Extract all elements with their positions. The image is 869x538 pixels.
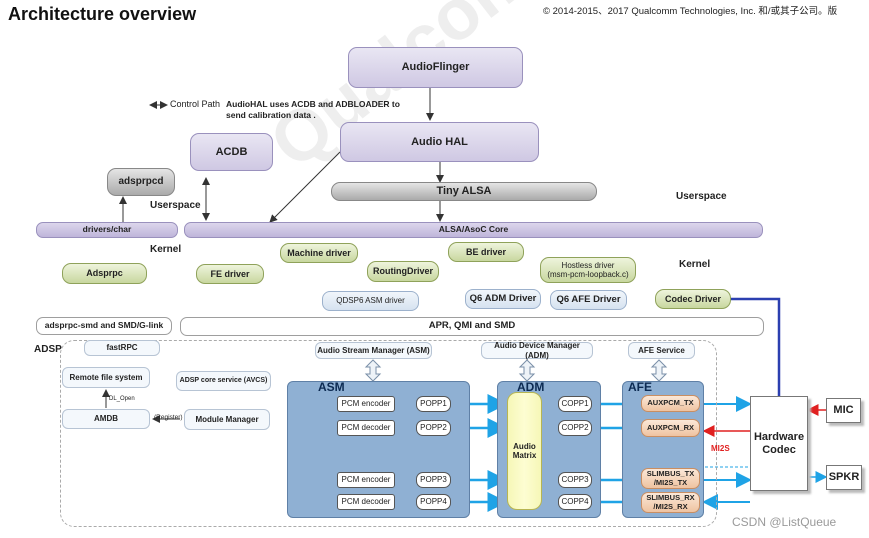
copp-1: COPP1 <box>558 396 592 412</box>
kernel-label-left: Kernel <box>150 244 182 255</box>
register-label: (Register) <box>154 414 183 421</box>
page-title: Architecture overview <box>8 4 197 24</box>
mic-block: MIC <box>826 398 861 423</box>
hostless-driver-sublabel: (msm-pcm-loopback.c) <box>547 270 629 279</box>
control-path-label: Control Path <box>170 99 221 109</box>
afe-port-slimbus-tx: SLIMBUS_TX /MI2S_TX <box>641 468 700 489</box>
popp-2: POPP2 <box>416 420 451 436</box>
hostless-driver-label: Hostless driver <box>561 260 615 270</box>
alsa-asoc-core-bar: ALSA/AsoC Core <box>184 222 763 238</box>
hardware-codec-block: Hardware Codec <box>750 396 808 491</box>
afe-service-block: AFE Service <box>628 342 695 359</box>
module-manager-block: Module Manager <box>184 409 270 430</box>
copp-2: COPP2 <box>558 420 592 436</box>
copp-3: COPP3 <box>558 472 592 488</box>
codec-driver-block: Codec Driver <box>655 289 731 309</box>
copp-4: COPP4 <box>558 494 592 510</box>
adsp-region <box>60 340 717 527</box>
machine-driver-block: Machine driver <box>280 243 358 263</box>
credit-footer: CSDN @ListQueue <box>732 515 837 529</box>
calibration-note: AudioHAL uses ACDB and ADBLOADER to send… <box>226 99 400 121</box>
drivers-char-bar: drivers/char <box>36 222 178 238</box>
tiny-alsa-block: Tiny ALSA <box>331 182 597 201</box>
adsp-label: ADSP <box>34 344 62 355</box>
userspace-label-right: Userspace <box>676 191 727 202</box>
avcs-block: ADSP core service (AVCS) <box>176 371 271 391</box>
pcm-encoder-2: PCM encoder <box>337 472 395 488</box>
afe-port-slimbus-rx: SLIMBUS_RX /MI2S_RX <box>641 492 700 513</box>
q6-afe-driver-block: Q6 AFE Driver <box>550 290 627 310</box>
adm-manager-block: Audio Device Manager (ADM) <box>481 341 593 360</box>
hostless-driver-block: Hostless driver (msm-pcm-loopback.c) <box>540 257 636 283</box>
asm-label: ASM <box>318 380 345 394</box>
apr-qmi-smd-bar: APR, QMI and SMD <box>180 317 764 336</box>
dl-open-label: DL_Open <box>109 396 135 402</box>
popp-4: POPP4 <box>416 494 451 510</box>
fe-driver-block: FE driver <box>196 264 264 284</box>
audio-matrix-block: Audio Matrix <box>507 392 542 510</box>
pcm-encoder-1: PCM encoder <box>337 396 395 412</box>
q6-adm-driver-block: Q6 ADM Driver <box>465 289 541 309</box>
afe-label: AFE <box>628 380 652 394</box>
kernel-label-right: Kernel <box>679 259 711 270</box>
popp-3: POPP3 <box>416 472 451 488</box>
pcm-decoder-1: PCM decoder <box>337 420 395 436</box>
mi2s-label: MI2S <box>711 444 730 453</box>
adsprpc-block: Adsprpc <box>62 263 147 284</box>
audioflinger-block: AudioFlinger <box>348 47 523 88</box>
be-driver-block: BE driver <box>448 242 524 262</box>
adsprpcd-block: adsprpcd <box>107 168 175 196</box>
afe-port-auxpcm-tx: AUXPCM_TX <box>641 395 700 412</box>
adsprpc-smd-block: adsprpc-smd and SMD/G-link <box>36 317 172 335</box>
qdsp6-asm-driver-block: QDSP6 ASM driver <box>322 291 419 311</box>
remote-file-system-block: Remote file system <box>62 367 150 388</box>
audio-hal-block: Audio HAL <box>340 122 539 162</box>
amdb-block: AMDB <box>62 409 150 429</box>
userspace-label-left: Userspace <box>150 200 201 211</box>
pcm-decoder-2: PCM decoder <box>337 494 395 510</box>
spkr-block: SPKR <box>826 465 862 490</box>
popp-1: POPP1 <box>416 396 451 412</box>
fastrpc-block: fastRPC <box>84 340 160 356</box>
routing-driver-block: RoutingDriver <box>367 261 439 282</box>
afe-port-auxpcm-rx: AUXPCM_RX <box>641 419 700 437</box>
copyright-notice: © 2014-2015、2017 Qualcomm Technologies, … <box>543 6 838 17</box>
asm-manager-block: Audio Stream Manager (ASM) <box>315 342 432 359</box>
adm-label: ADM <box>517 380 545 394</box>
acdb-block: ACDB <box>190 133 273 171</box>
